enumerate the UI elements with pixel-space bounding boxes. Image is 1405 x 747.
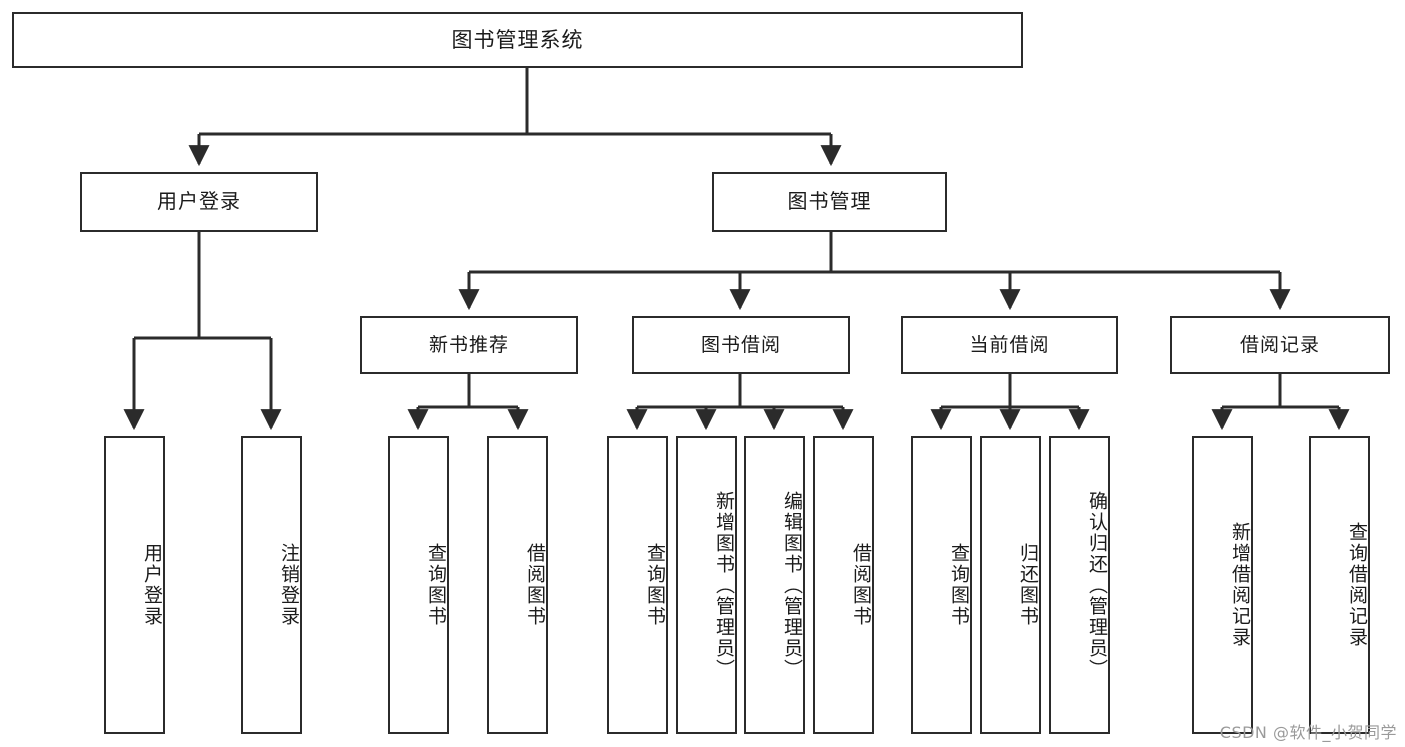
leaf-current-borrow-return-book[interactable]: 归还图书 [980, 436, 1041, 734]
node-label: 查询图书 [425, 543, 447, 627]
leaf-current-borrow-query-book[interactable]: 查询图书 [911, 436, 972, 734]
leaf-book-borrow-query-book[interactable]: 查询图书 [607, 436, 668, 734]
node-label: 编辑图书（管理员） [781, 490, 803, 680]
node-current-borrow[interactable]: 当前借阅 [901, 316, 1118, 374]
leaf-borrow-record-add-record[interactable]: 新增借阅记录 [1192, 436, 1253, 734]
node-label: 新书推荐 [428, 333, 509, 356]
node-label: 查询图书 [948, 543, 970, 627]
leaf-user-login-login[interactable]: 用户登录 [104, 436, 165, 734]
node-label: 借阅图书 [524, 543, 546, 627]
watermark-text: CSDN @软件_小贺同学 [1219, 723, 1397, 742]
leaf-new-book-borrow-book[interactable]: 借阅图书 [487, 436, 548, 734]
node-borrow-record[interactable]: 借阅记录 [1170, 316, 1390, 374]
node-label: 图书借阅 [700, 333, 781, 356]
node-label: 用户登录 [157, 189, 241, 214]
leaf-book-borrow-add-book-admin[interactable]: 新增图书（管理员） [676, 436, 737, 734]
node-label: 新增图书（管理员） [713, 490, 735, 680]
leaf-new-book-query-book[interactable]: 查询图书 [388, 436, 449, 734]
node-label: 查询图书 [644, 543, 666, 627]
leaf-book-borrow-edit-book-admin[interactable]: 编辑图书（管理员） [744, 436, 805, 734]
node-label: 注销登录 [278, 543, 300, 627]
node-label: 查询借阅记录 [1346, 522, 1368, 648]
node-root-book-management-system[interactable]: 图书管理系统 [12, 12, 1023, 68]
node-label: 图书管理 [787, 189, 872, 214]
node-label: 借阅记录 [1239, 333, 1320, 356]
node-book-borrow[interactable]: 图书借阅 [632, 316, 850, 374]
leaf-book-borrow-borrow-book[interactable]: 借阅图书 [813, 436, 874, 734]
node-label: 图书管理系统 [451, 27, 584, 52]
node-label: 当前借阅 [969, 333, 1050, 356]
node-label: 借阅图书 [850, 543, 872, 627]
node-label: 新增借阅记录 [1229, 522, 1251, 648]
node-book-management[interactable]: 图书管理 [712, 172, 947, 232]
leaf-current-borrow-confirm-return-admin[interactable]: 确认归还（管理员） [1049, 436, 1110, 734]
leaf-user-login-logout[interactable]: 注销登录 [241, 436, 302, 734]
node-user-login[interactable]: 用户登录 [80, 172, 318, 232]
leaf-borrow-record-query-record[interactable]: 查询借阅记录 [1309, 436, 1370, 734]
node-new-book-recommend[interactable]: 新书推荐 [360, 316, 578, 374]
node-label: 用户登录 [141, 543, 163, 627]
node-label: 确认归还（管理员） [1086, 490, 1108, 680]
node-label: 归还图书 [1017, 543, 1039, 627]
